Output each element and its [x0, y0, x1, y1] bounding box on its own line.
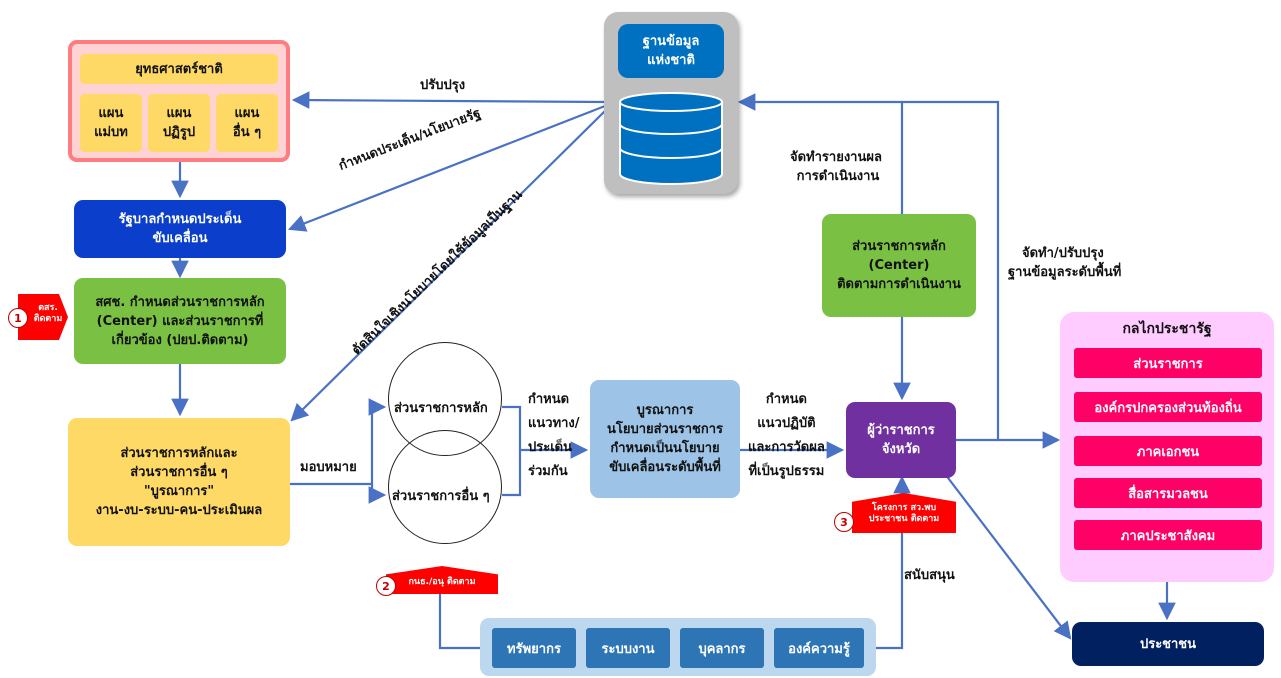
state-item: ส่วนราชการ: [1074, 348, 1262, 378]
integrate-line1: บูรณาการ: [636, 403, 694, 418]
resources-panel: ทรัพยากร ระบบงาน บุคลากร องค์ความรู้: [480, 618, 876, 676]
label-report: จัดทำรายงานผล การดำเนินงาน: [790, 148, 882, 186]
arrow-assign-main: [290, 398, 387, 486]
nesdc-box: สศช. กำหนดส่วนราชการหลัก (Center) และส่ว…: [74, 278, 286, 364]
plan-master-line2: แม่บท: [94, 125, 128, 140]
step-badge-2: 2: [376, 576, 396, 596]
flag1-line2: ติดตาม: [33, 314, 63, 324]
label-practice: กำหนด แนวปฏิบัติ และการวัดผล ที่เป็นรูปธ…: [748, 388, 825, 484]
state-mechanism-panel: กลไกประชารัฐ ส่วนราชการ องค์กรปกครองส่วน…: [1060, 312, 1274, 582]
arrow-db-agencies: [290, 107, 609, 422]
label-improve: ปรับปรุง: [420, 78, 466, 93]
main-agency-label: ส่วนราชการหลัก: [394, 401, 488, 416]
center-line2: (Center): [868, 258, 930, 273]
center-box: ส่วนราชการหลัก (Center) ติดตามการดำเนินง…: [822, 214, 976, 317]
agencies-box: ส่วนราชการหลักและ ส่วนราชการอื่น ๆ "บูรณ…: [68, 418, 290, 546]
arrow-db-gov: [287, 104, 606, 232]
resource-item: องค์ความรู้: [774, 628, 864, 668]
agencies-line1: ส่วนราชการหลักและ: [120, 446, 238, 461]
monitor-flag-3: โครงการ สว.พบ ประชาชน ติดตาม: [852, 493, 956, 533]
nesdc-line1: สศช. กำหนดส่วนราชการหลัก: [95, 294, 265, 310]
center-line1: ส่วนราชการหลัก: [852, 239, 946, 254]
label-practice-line4: ที่เป็นรูปธรรม: [748, 464, 825, 479]
integrate-line2: นโยบายส่วนราชการ: [606, 422, 724, 437]
step-badge-1: 1: [8, 308, 28, 328]
nesdc-line3: เกี่ยวข้อง (ปยป.ติดตาม): [111, 332, 249, 348]
arrow-db-strategy: [291, 91, 606, 109]
database-line2: แห่งชาติ: [647, 53, 695, 68]
nesdc-line2: (Center) และส่วนราชการที่: [96, 313, 264, 329]
state-item: องค์กรปกครองส่วนท้องถิ่น: [1074, 392, 1262, 422]
resource-item: ระบบงาน: [586, 628, 670, 668]
plan-master-line1: แผน: [98, 106, 124, 121]
agencies-line2: ส่วนราชการอื่น ๆ: [130, 465, 228, 480]
plan-other-line2: อื่น ๆ: [232, 125, 262, 140]
bracket-circles: [502, 405, 522, 497]
integrate-line4: ขับเคลื่อนระดับพื้นที่: [609, 460, 721, 475]
database-cylinder-icon: [619, 92, 723, 185]
plan-reform: แผน ปฏิรูป: [148, 94, 210, 152]
integrate-box: บูรณาการ นโยบายส่วนราชการ กำหนดเป็นนโยบา…: [590, 380, 740, 498]
integrate-line3: กำหนดเป็นนโยบาย: [610, 441, 720, 456]
people-box: ประชาชน: [1072, 622, 1264, 666]
label-guideline-line2: แนวทาง/: [528, 416, 580, 431]
government-line2: ขับเคลื่อน: [152, 231, 208, 246]
arrow-governor-people: [941, 469, 1072, 640]
governor-box: ผู้ว่าราชการ จังหวัด: [846, 402, 956, 478]
label-local-db-line1: จัดทำ/ปรับปรุง: [1022, 246, 1104, 261]
plan-reform-line1: แผน: [166, 106, 192, 121]
label-support: สนับสนุน: [904, 568, 955, 583]
government-line1: รัฐบาลกำหนดประเด็น: [118, 212, 242, 227]
plan-other: แผน อื่น ๆ: [216, 94, 278, 152]
state-mechanism-title: กลไกประชารัฐ: [1122, 321, 1212, 337]
plan-other-line1: แผน: [234, 106, 260, 121]
label-local-db: จัดทำ/ปรับปรุง ฐานข้อมูลระดับพื้นที่: [1008, 244, 1121, 282]
national-strategy-title: ยุทธศาสตร์ชาติ: [80, 54, 278, 84]
label-assign: มอบหมาย: [300, 460, 357, 475]
flag2-text: กนธ./อนุ ติดตาม: [408, 577, 476, 587]
other-agency-circle: [388, 430, 502, 544]
resource-item: บุคลากร: [680, 628, 764, 668]
governor-line1: ผู้ว่าราชการ: [867, 423, 935, 438]
national-strategy-panel: ยุทธศาสตร์ชาติ แผน แม่บท แผน ปฏิรูป แผน …: [68, 40, 290, 162]
state-item: ภาคเอกชน: [1074, 436, 1262, 466]
step-badge-3: 3: [834, 512, 854, 532]
label-guideline: กำหนด แนวทาง/ ประเด็น ร่วมกัน: [528, 388, 580, 484]
plan-reform-line2: ปฏิรูป: [162, 125, 196, 140]
label-guideline-line4: ร่วมกัน: [528, 464, 568, 479]
state-item: ภาคประชาสังคม: [1074, 520, 1262, 550]
label-practice-line1: กำหนด: [765, 392, 807, 407]
arrow-support-governor: [876, 475, 911, 650]
label-report-line1: จัดทำรายงานผล: [790, 150, 882, 165]
national-database-panel: ฐานข้อมูล แห่งชาติ: [604, 12, 738, 194]
plan-master: แผน แม่บท: [80, 94, 142, 152]
flag3-line2: ประชาชน ติดตาม: [868, 514, 940, 524]
label-report-line2: การดำเนินงาน: [796, 169, 880, 184]
database-line1: ฐานข้อมูล: [642, 34, 700, 49]
government-box: รัฐบาลกำหนดประเด็น ขับเคลื่อน: [74, 200, 286, 258]
state-item: สื่อสารมวลชน: [1074, 478, 1262, 508]
flag3-line1: โครงการ สว.พบ: [871, 503, 937, 513]
center-line3: ติดตามการดำเนินงาน: [837, 277, 961, 292]
other-agency-label: ส่วนราชการอื่น ๆ: [392, 489, 490, 504]
flag1-line1: ตสร.: [38, 303, 58, 313]
governor-line2: จังหวัด: [881, 442, 921, 457]
national-database-title: ฐานข้อมูล แห่งชาติ: [618, 24, 724, 78]
label-local-db-line2: ฐานข้อมูลระดับพื้นที่: [1008, 265, 1122, 280]
agencies-line3: "บูรณาการ": [143, 484, 215, 499]
line-resources-circle: [438, 575, 480, 650]
resource-item: ทรัพยากร: [492, 628, 576, 668]
label-practice-line3: และการวัดผล: [748, 440, 825, 455]
label-guideline-line1: กำหนด: [528, 392, 570, 407]
arrow-assign-other: [368, 484, 387, 504]
label-guideline-line3: ประเด็น: [528, 440, 572, 455]
label-practice-line2: แนวปฏิบัติ: [757, 416, 816, 431]
agencies-line4: งาน-งบ-ระบบ-คน-ประเมินผล: [95, 503, 263, 518]
arrow-local-db: [737, 93, 1000, 440]
